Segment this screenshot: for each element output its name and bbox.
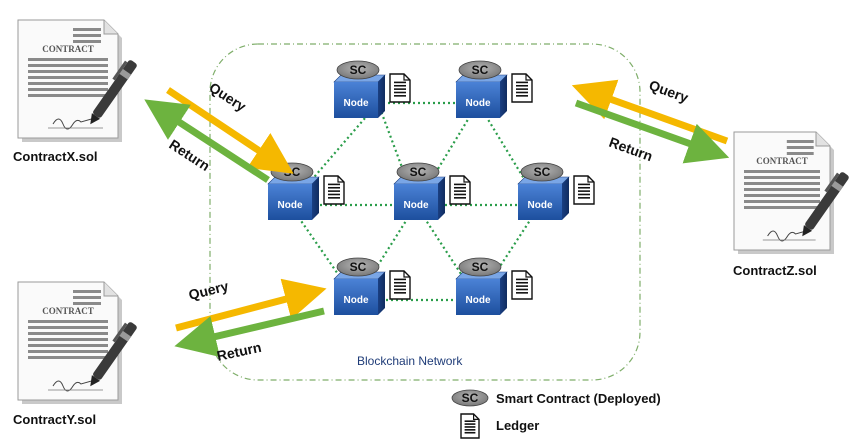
- legend-sc-item: SC Smart Contract (Deployed): [451, 389, 661, 407]
- pen-icon: [90, 322, 137, 387]
- ledger-icon: [460, 413, 480, 439]
- arrow-y-return: [174, 307, 325, 358]
- node-label: Node: [528, 200, 553, 211]
- sc-label: SC: [350, 63, 367, 77]
- ledger-icon: [323, 175, 345, 205]
- blockchain-node: Node SC: [455, 60, 533, 118]
- query-label-z: Query: [647, 77, 691, 106]
- node-label: Node: [344, 98, 369, 109]
- legend: SC Smart Contract (Deployed) Ledger: [451, 389, 661, 439]
- return-label-y: Return: [215, 339, 262, 364]
- sc-label: SC: [472, 260, 489, 274]
- sc-label: SC: [534, 165, 551, 179]
- contract-header: CONTRACT: [756, 156, 808, 166]
- legend-sc-text: Smart Contract (Deployed): [496, 391, 661, 406]
- arrow-z-return: [574, 99, 730, 164]
- node-label: Node: [404, 200, 429, 211]
- ledger-icon: [460, 413, 480, 439]
- blockchain-node: Node SC: [267, 162, 345, 220]
- blockchain-node: Node SC: [393, 162, 471, 220]
- sc-disk-icon: [396, 162, 440, 182]
- network-title: Blockchain Network: [357, 354, 463, 368]
- contract-y-filename: ContractY.sol: [13, 412, 96, 427]
- blockchain-node: Node SC: [455, 257, 533, 315]
- link-line: [477, 204, 541, 301]
- contract-x-filename: ContractX.sol: [13, 149, 98, 164]
- sc-disk-icon: [520, 162, 564, 182]
- nodes-layer: NodeSCNodeSCNodeSCNodeSCNodeSCNodeSCNode…: [267, 60, 595, 315]
- pen-icon: [90, 60, 137, 125]
- link-line: [415, 204, 479, 301]
- network-boundary: [209, 43, 641, 381]
- contract-x-document: CONTRACT: [17, 19, 137, 142]
- sc-label: SC: [284, 165, 301, 179]
- sc-disk-icon: [336, 257, 380, 277]
- blockchain-node: Node SC: [333, 257, 411, 315]
- ledger-icon: [389, 270, 411, 300]
- return-label-z: Return: [607, 134, 655, 164]
- sc-disk-icon: [458, 60, 502, 80]
- legend-ledger-item: Ledger: [460, 413, 539, 439]
- sc-disk-icon: [458, 257, 502, 277]
- query-label-x: Query: [206, 79, 249, 115]
- pen-icon: [802, 172, 849, 237]
- ledger-icon: [511, 73, 533, 103]
- ledger-icon: [449, 175, 471, 205]
- arrow-x-return: [144, 99, 270, 183]
- sc-label: SC: [410, 165, 427, 179]
- ledger-icon: [573, 175, 595, 205]
- contract-z-filename: ContractZ.sol: [733, 263, 817, 278]
- legend-ledger-text: Ledger: [496, 418, 539, 433]
- sc-label: SC: [350, 260, 367, 274]
- sc-label: SC: [472, 63, 489, 77]
- contract-y-document: CONTRACT: [17, 281, 137, 404]
- contracts-layer: CONTRACT CONTRACT CONTRACT: [17, 19, 849, 404]
- contract-header: CONTRACT: [42, 306, 94, 316]
- query-label-y: Query: [187, 278, 230, 303]
- node-label: Node: [278, 200, 303, 211]
- node-label: Node: [466, 295, 491, 306]
- blockchain-node: Node SC: [517, 162, 595, 220]
- blockchain-node: Node SC: [333, 60, 411, 118]
- node-label: Node: [466, 98, 491, 109]
- sc-disk-icon: [451, 389, 489, 407]
- node-label: Node: [344, 295, 369, 306]
- contract-header: CONTRACT: [42, 44, 94, 54]
- ledger-icon: [511, 270, 533, 300]
- ledger-icon: [389, 73, 411, 103]
- sc-disk-icon: [336, 60, 380, 80]
- contract-z-document: CONTRACT: [733, 131, 849, 254]
- link-line: [355, 204, 417, 301]
- legend-sc-symbol: SC: [462, 391, 479, 405]
